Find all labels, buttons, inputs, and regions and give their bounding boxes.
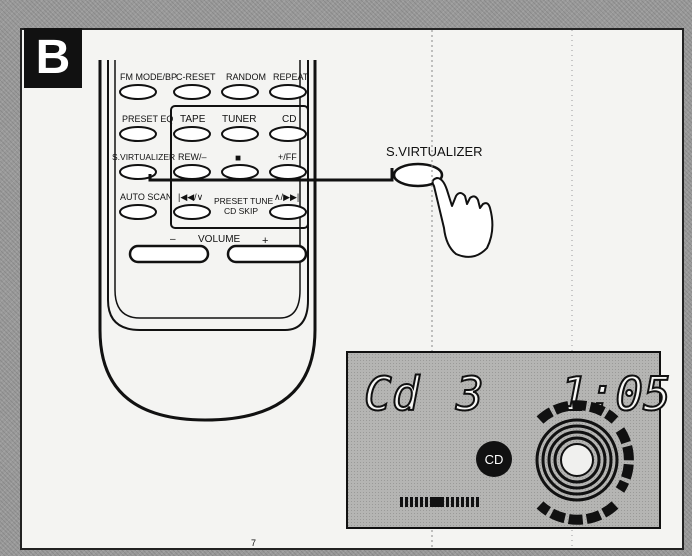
- lcd-texture: [347, 352, 660, 528]
- callout-button: [392, 162, 444, 188]
- volume-plus-label: +: [262, 235, 268, 247]
- hand-pointer-icon: [431, 177, 494, 258]
- page-mark: 7: [251, 538, 256, 548]
- volume-minus-label: –: [170, 234, 176, 245]
- level-meter-icon: [400, 497, 479, 507]
- preset-tune-label: PRESET TUNE: [214, 196, 274, 206]
- cd-label: CD: [282, 114, 296, 125]
- preset-eq-label: PRESET EQ: [122, 114, 173, 124]
- ff-button[interactable]: [269, 164, 307, 180]
- transport-key-group: [170, 105, 309, 229]
- next-label: ∧/▶▶|: [274, 192, 299, 202]
- lcd-source: Cd: [364, 367, 421, 421]
- s-virtualizer-button[interactable]: [119, 164, 157, 180]
- preset-eq-button[interactable]: [119, 126, 157, 142]
- cd-button[interactable]: [269, 126, 307, 142]
- fm-mode-label: FM MODE/BP: [120, 72, 177, 82]
- callout-connector: [148, 168, 394, 182]
- next-button[interactable]: [269, 204, 307, 220]
- repeat-button[interactable]: [269, 84, 307, 100]
- tuner-label: TUNER: [222, 114, 256, 125]
- lcd-time: 1:05: [560, 367, 671, 421]
- volume-up-button[interactable]: [226, 244, 308, 264]
- stop-button[interactable]: [221, 164, 259, 180]
- callout-label: S.VIRTUALIZER: [386, 144, 483, 159]
- random-label: RANDOM: [226, 72, 266, 82]
- tape-label: TAPE: [180, 114, 206, 125]
- volume-label: VOLUME: [198, 234, 241, 245]
- disc-rings-icon: [535, 400, 634, 525]
- remote-inner-outline-2: [114, 60, 301, 319]
- repeat-label: REPEAT: [273, 72, 309, 82]
- c-reset-label: C-RESET: [176, 72, 216, 82]
- lcd-track: 3: [455, 367, 484, 421]
- auto-scan-label: AUTO SCAN: [120, 192, 172, 202]
- cd-badge-label: CD: [485, 452, 504, 467]
- prev-label: |◀◀/∨: [178, 192, 203, 202]
- tape-button[interactable]: [173, 126, 211, 142]
- volume-down-button[interactable]: [128, 244, 210, 264]
- section-badge: B: [24, 28, 82, 88]
- c-reset-button[interactable]: [173, 84, 211, 100]
- cd-badge: [476, 441, 512, 477]
- rew-label: REW/–: [178, 152, 207, 162]
- remote-inner-outline: [107, 60, 309, 331]
- prev-button[interactable]: [173, 204, 211, 220]
- auto-scan-button[interactable]: [119, 204, 157, 220]
- tuner-button[interactable]: [221, 126, 259, 142]
- ff-label: +/FF: [278, 152, 297, 162]
- fm-mode-button[interactable]: [119, 84, 157, 100]
- s-virtualizer-label: S.VIRTUALIZER: [112, 152, 175, 162]
- stop-label: ■: [235, 153, 241, 164]
- random-button[interactable]: [221, 84, 259, 100]
- rew-button[interactable]: [173, 164, 211, 180]
- cd-skip-label: CD SKIP: [224, 206, 258, 216]
